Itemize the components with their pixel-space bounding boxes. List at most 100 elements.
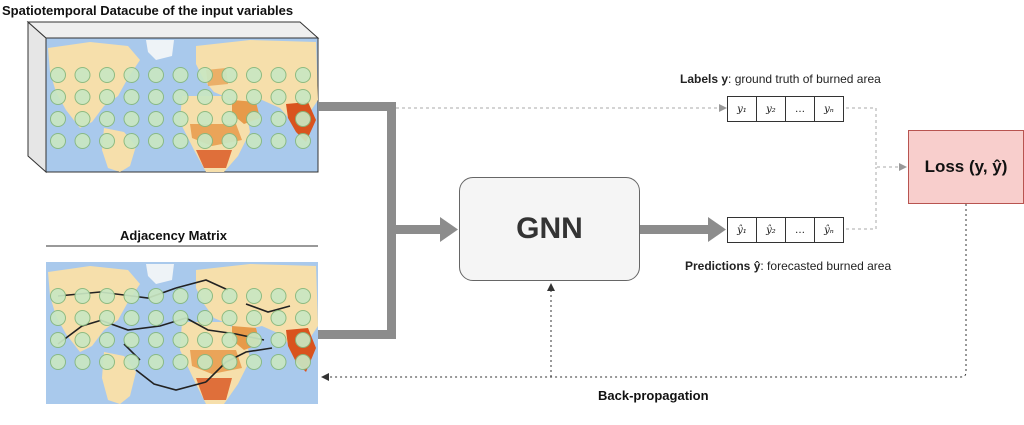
backprop-arrow: [321, 204, 967, 381]
graph-node: [148, 288, 164, 304]
gnn-output-bar: [640, 225, 710, 234]
graph-node: [246, 133, 262, 149]
datacube-top-face: [26, 21, 320, 39]
graph-node: [74, 332, 91, 348]
graph-node: [172, 133, 189, 149]
graph-node: [197, 89, 213, 105]
graph-node: [99, 67, 115, 83]
graph-node: [221, 67, 238, 83]
graph-node: [148, 133, 164, 149]
predictions-cell: ŷₙ: [824, 224, 834, 236]
graph-node: [50, 288, 66, 304]
graph-node: [50, 354, 66, 370]
datacube-output-bar: [318, 102, 396, 111]
graph-node: [270, 288, 287, 304]
graph-node: [50, 67, 66, 83]
graph-node: [221, 332, 238, 348]
labels-to-loss-arrow: [840, 107, 907, 171]
graph-node: [123, 89, 140, 105]
graph-node: [148, 310, 164, 326]
graph-node: [123, 133, 140, 149]
graph-node: [246, 89, 262, 105]
graph-node: [123, 310, 140, 326]
labels-caption: Labels y: ground truth of burned area: [680, 72, 881, 86]
dashed-connectors: [321, 104, 967, 381]
graph-node: [221, 310, 238, 326]
graph-node: [246, 67, 262, 83]
predictions-cell: …: [786, 218, 815, 242]
graph-node: [295, 111, 311, 127]
labels-symbol: y: [721, 72, 729, 86]
graph-node: [99, 354, 115, 370]
graph-node: [221, 111, 238, 127]
graph-node: [50, 111, 66, 127]
merge-arrows: [318, 102, 726, 339]
graph-node: [172, 67, 189, 83]
graph-node: [172, 354, 189, 370]
predictions-cell: ŷ₁: [728, 218, 757, 242]
graph-node: [74, 310, 91, 326]
graph-node: [99, 288, 115, 304]
datacube-nodes: [50, 67, 311, 149]
graph-node: [148, 67, 164, 83]
graph-node: [74, 354, 91, 370]
datacube-title: Spatiotemporal Datacube of the input var…: [2, 3, 294, 18]
predictions-text: : forecasted burned area: [760, 259, 892, 273]
graph-node: [172, 89, 189, 105]
gnn-box: GNN: [459, 177, 640, 281]
graph-node: [246, 310, 262, 326]
graph-node: [74, 133, 91, 149]
adjacency-nodes: [50, 288, 311, 370]
graph-node: [74, 67, 91, 83]
graph-node: [50, 133, 66, 149]
backprop-label: Back-propagation: [598, 388, 709, 403]
graph-node: [99, 133, 115, 149]
graph-node: [270, 310, 287, 326]
graph-node: [197, 332, 213, 348]
graph-node: [99, 89, 115, 105]
graph-node: [295, 310, 311, 326]
gnn-input-bar: [396, 225, 440, 234]
labels-text: : ground truth of burned area: [728, 72, 881, 86]
predictions-symbol: ŷ: [753, 259, 761, 273]
predictions-to-loss-arrow: [840, 167, 877, 230]
loss-label: Loss (y, ŷ): [924, 157, 1008, 176]
merge-vertical-bar: [387, 102, 396, 339]
graph-node: [148, 332, 164, 348]
graph-node: [148, 111, 164, 127]
predictions-caption: Predictions ŷ: forecasted burned area: [685, 259, 891, 273]
datacube-map: [45, 37, 319, 173]
graph-node: [197, 67, 213, 83]
graph-node: [148, 89, 164, 105]
graph-node: [172, 288, 189, 304]
graph-node: [246, 288, 262, 304]
gnn-label: GNN: [516, 212, 583, 245]
graph-node: [270, 67, 287, 83]
graph-node: [197, 133, 213, 149]
labels-cell: y₁: [728, 97, 757, 121]
graph-node: [123, 288, 140, 304]
labels-cell: y₂: [757, 97, 786, 121]
graph-node: [295, 133, 311, 149]
labels-prefix: Labels: [680, 72, 719, 86]
graph-node: [99, 310, 115, 326]
graph-node: [74, 288, 91, 304]
graph-node: [221, 288, 238, 304]
graph-node: [148, 354, 164, 370]
labels-cell: …: [786, 97, 815, 121]
predictions-prefix: Predictions: [685, 259, 751, 273]
graph-node: [50, 89, 66, 105]
graph-node: [99, 111, 115, 127]
graph-node: [270, 89, 287, 105]
graph-node: [295, 89, 311, 105]
graph-node: [270, 111, 287, 127]
graph-node: [123, 354, 140, 370]
graph-node: [172, 111, 189, 127]
graph-node: [295, 332, 311, 348]
graph-node: [197, 288, 213, 304]
graph-node: [123, 67, 140, 83]
gnn-output-arrowhead: [708, 217, 726, 242]
graph-node: [246, 332, 262, 348]
